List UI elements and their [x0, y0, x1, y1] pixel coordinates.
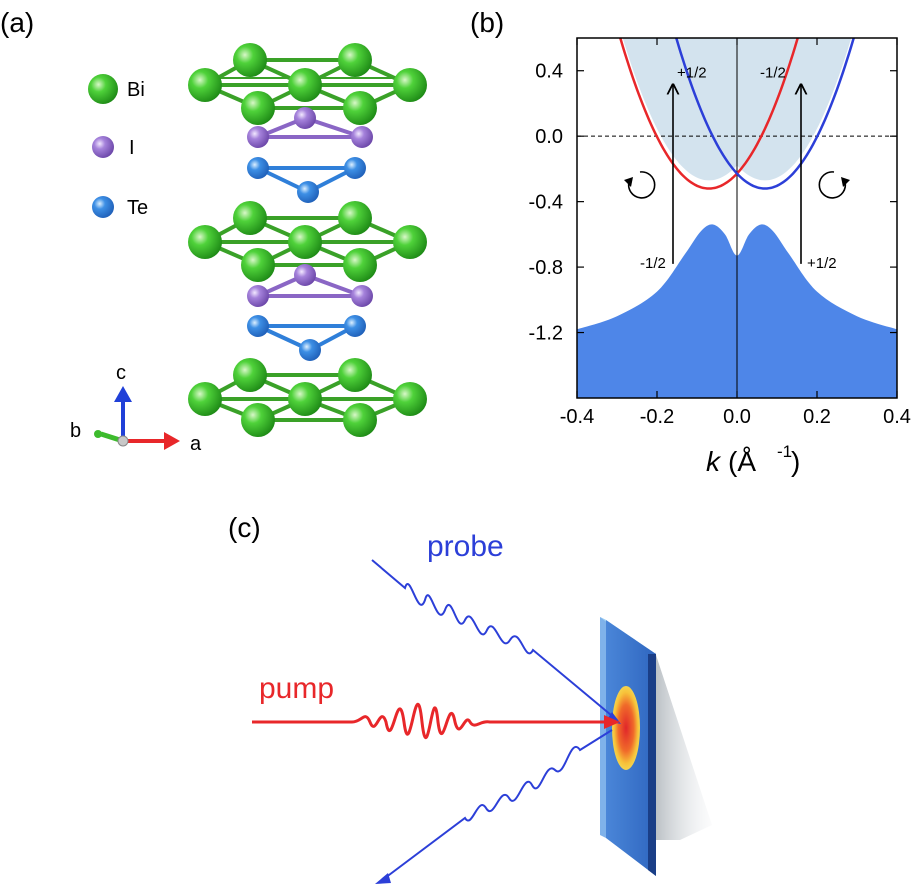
te-legend-atom	[92, 196, 114, 218]
pump-spot	[612, 686, 640, 770]
k-unit-close: )	[791, 446, 800, 477]
spin-down-band-line	[674, 38, 856, 190]
i-legend-label: I	[129, 137, 135, 159]
x-tick-label: -0.2	[640, 406, 674, 428]
x-tick-label: 0.2	[803, 406, 831, 428]
k-unit: (Å	[728, 446, 756, 477]
y-tick-label: 0.0	[535, 126, 563, 148]
y-tick-label: -0.8	[529, 257, 563, 279]
x-tick-label: 0.4	[883, 406, 911, 428]
bi-legend-atom	[88, 74, 118, 104]
c-axis-label: c	[116, 362, 126, 384]
pump-label: pump	[259, 672, 334, 705]
transition-top-right-label: -1/2	[760, 65, 786, 82]
y-tick-label: -1.2	[529, 323, 563, 345]
panel-c: (c) probe pump	[228, 512, 712, 884]
plate-shadow	[655, 652, 712, 840]
y-tick-label: -0.4	[529, 192, 563, 214]
sample-plate	[600, 617, 712, 876]
transition-bottom-right-label: +1/2	[807, 255, 837, 272]
atom-legend: Bi I Te	[88, 74, 148, 219]
k-symbol: k	[706, 446, 722, 477]
te-legend-label: Te	[127, 197, 148, 219]
probe-label: probe	[427, 530, 504, 563]
bi-legend-label: Bi	[127, 79, 145, 101]
crystal-structure	[188, 43, 427, 437]
y-tick-label: 0.4	[535, 61, 563, 83]
plot-area	[577, 38, 897, 398]
panel-a-label: (a)	[0, 7, 34, 38]
panel-c-label: (c)	[228, 512, 261, 543]
i-legend-atom	[92, 136, 114, 158]
transition-bottom-left-label: -1/2	[640, 255, 666, 272]
right-circular-polarization-icon	[818, 171, 850, 199]
panel-b-label: (b)	[470, 7, 504, 38]
k-unit-exponent: -1	[777, 442, 792, 461]
lattice-axes: c b a	[70, 362, 202, 455]
b-axis-label: b	[70, 420, 81, 442]
transition-top-left-label: +1/2	[677, 65, 707, 82]
band-structure-chart: +1/2 -1/2 -1/2 +1/2 -0.4 -0.2 0.0 0.2 0.4 0.4 0.0 -…	[529, 37, 911, 428]
pump-beam	[252, 703, 612, 740]
panel-a: (a) Bi I Te	[0, 7, 427, 455]
probe-beam-in	[371, 559, 618, 721]
x-tick-label: 0.0	[723, 406, 751, 428]
probe-beam-out	[384, 729, 613, 879]
a-axis-label: a	[190, 433, 202, 455]
left-circular-polarization-icon	[624, 171, 656, 199]
panel-b: (b) +1/2 -1/2 -1/2 +1/2 -0.4 -0.2 0.0 0.2 0.4 0.4…	[470, 7, 911, 477]
x-tick-label: -0.4	[560, 406, 594, 428]
k-axis-label: k (Å -1 )	[706, 442, 800, 477]
